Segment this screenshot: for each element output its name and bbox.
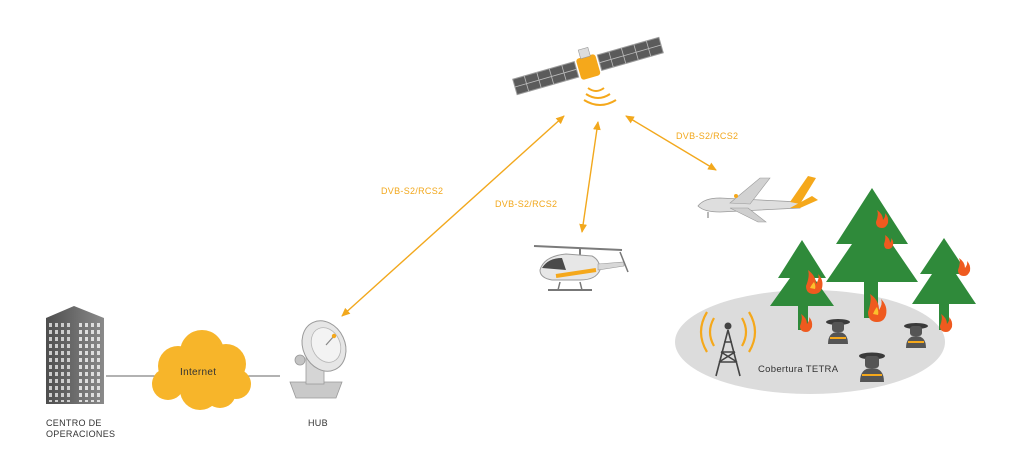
helicopter-link-label: DVB-S2/RCS2 [495, 199, 558, 209]
operations-label-line2: OPERACIONES [46, 429, 116, 439]
fire-icon [958, 258, 971, 276]
operations-label-line1: CENTRO DE [46, 418, 102, 428]
fire-icon [940, 314, 953, 332]
tetra-coverage-label: Cobertura TETRA [758, 364, 839, 375]
satellite-icon [512, 36, 664, 106]
hub-link-line [341, 115, 565, 317]
building-icon [46, 306, 104, 404]
helicopter-link-line [579, 121, 601, 233]
hub-label: HUB [308, 418, 328, 428]
fire-icon [884, 235, 894, 249]
firefighter-icon [826, 319, 850, 344]
fire-icon [868, 294, 887, 322]
cloud-icon [152, 330, 251, 410]
helicopter-icon [533, 245, 629, 291]
internet-label: Internet [180, 367, 217, 378]
fire-icon [876, 210, 889, 228]
firefighter-icon [859, 352, 885, 382]
radio-tower-icon [699, 311, 757, 377]
fire-icon [800, 314, 813, 332]
dish-antenna-icon [289, 320, 347, 399]
operations-center-label: CENTRO DE OPERACIONES [46, 418, 115, 440]
drone-icon [697, 176, 818, 223]
drone-link-line [625, 115, 717, 171]
firefighter-icon [904, 323, 928, 348]
fire-icon [806, 270, 823, 294]
drone-link-label: DVB-S2/RCS2 [676, 131, 739, 141]
hub-link-label: DVB-S2/RCS2 [381, 186, 444, 196]
